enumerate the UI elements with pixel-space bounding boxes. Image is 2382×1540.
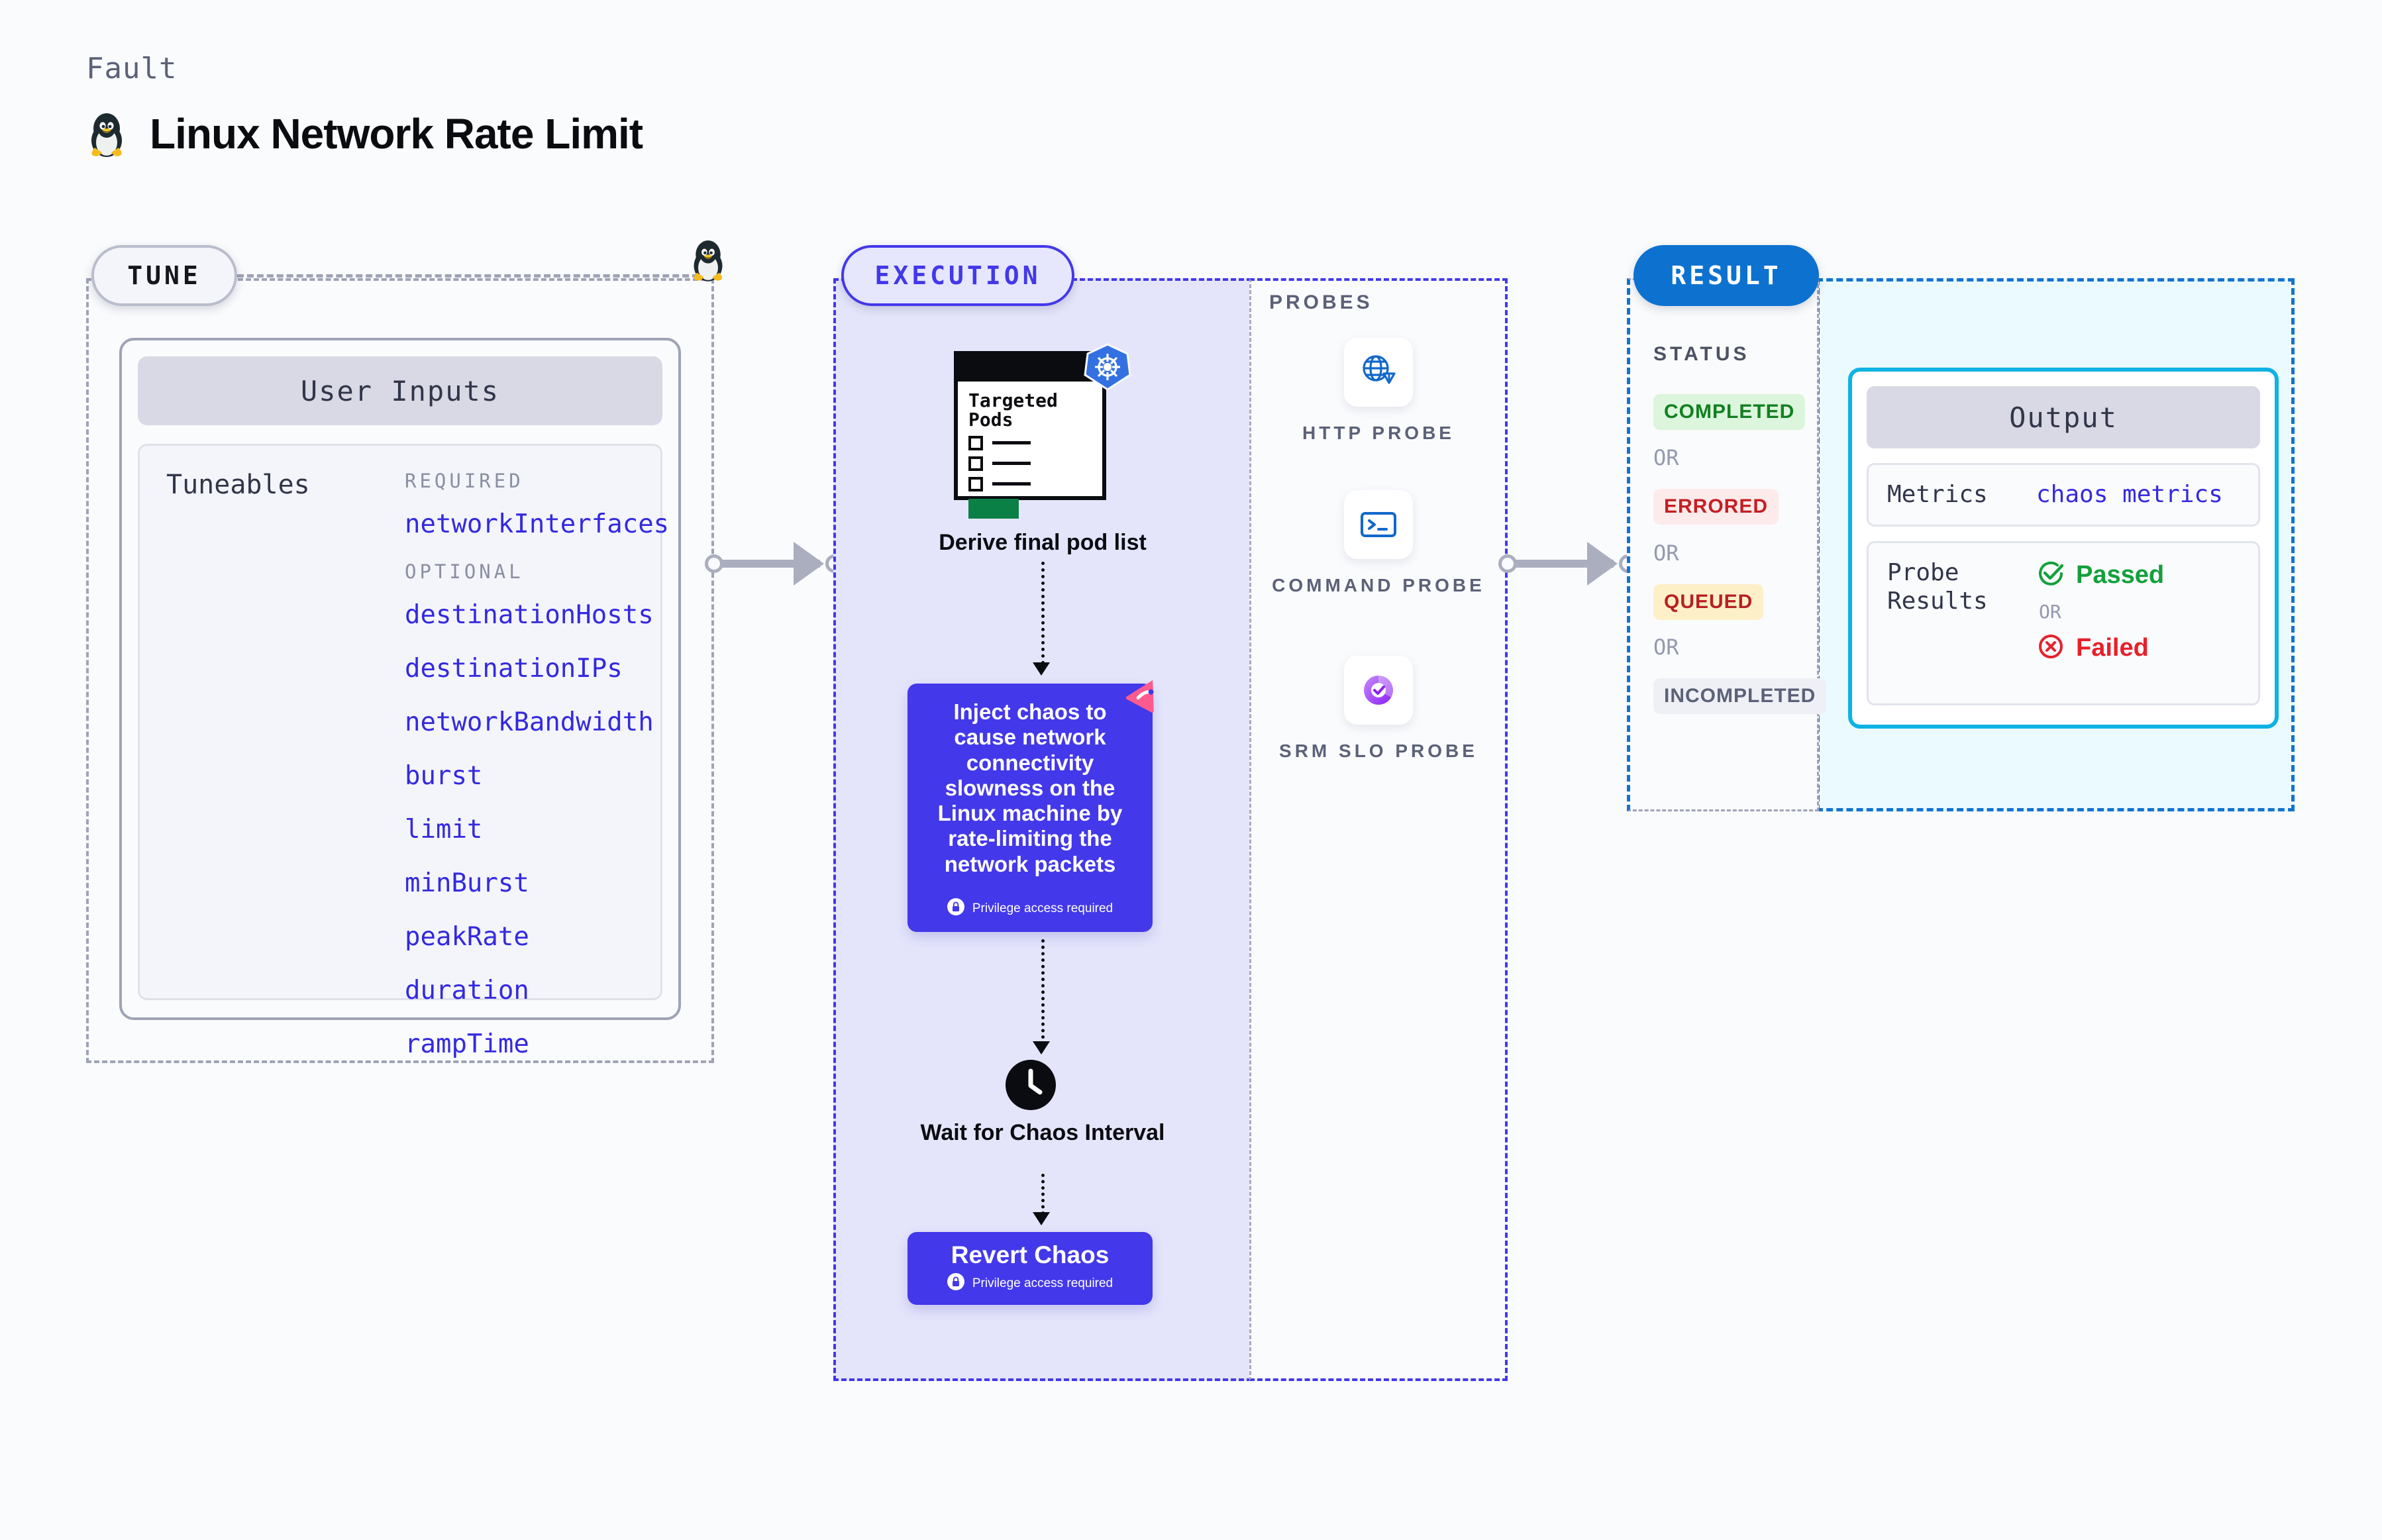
- pods-list-item: [968, 456, 1092, 471]
- tuneable-minburst[interactable]: minBurst: [405, 868, 529, 898]
- pods-list-item: [968, 435, 1092, 450]
- tux-penguin-icon: [86, 110, 127, 158]
- pods-card-title: Targeted Pods: [968, 389, 1058, 431]
- targeted-pods-card: Targeted Pods: [954, 351, 1106, 519]
- check-circle-icon: [2036, 559, 2065, 591]
- status-badge-incompleted: INCOMPLETED: [1653, 678, 1827, 714]
- tuneables-box: Tuneables REQUIRED networkInterfaces OPT…: [138, 444, 669, 1059]
- tuneable-destinationips[interactable]: destinationIPs: [405, 654, 623, 684]
- tuneable-ramptime[interactable]: rampTime: [405, 1029, 529, 1059]
- tuneable-burst[interactable]: burst: [405, 761, 483, 791]
- execution-pill: EXECUTION: [841, 245, 1074, 306]
- connector-execution-to-result: [1498, 542, 1637, 586]
- litmuschaos-icon: [1125, 674, 1166, 717]
- status-badge-errored: ERRORED: [1653, 489, 1779, 525]
- probe-command-label: COMMAND PROBE: [1272, 575, 1485, 595]
- checkbox-icon: [968, 456, 983, 471]
- tux-penguin-icon: [689, 237, 727, 282]
- result-pill: RESULT: [1633, 245, 1819, 306]
- privilege-note: Privilege access required: [972, 1276, 1113, 1290]
- tune-panel-top-dash: [237, 274, 709, 278]
- kubernetes-helm-icon: [1084, 343, 1131, 395]
- x-circle-icon: [2036, 632, 2065, 664]
- clock-icon: [1006, 1060, 1056, 1113]
- tuneable-networkbandwidth[interactable]: networkBandwidth: [405, 707, 654, 737]
- probe-srm-slo-label: SRM SLO PROBE: [1279, 741, 1478, 761]
- flow-line: [1041, 1174, 1045, 1215]
- pods-list-item: [968, 476, 1092, 491]
- status-or-3: OR: [1653, 635, 1679, 660]
- tune-panel: [86, 278, 714, 1063]
- result-status-panel: [1627, 278, 1819, 811]
- probe-results-row: Probe Results Passed OR: [1867, 541, 2260, 706]
- status-badge-queued: QUEUED: [1653, 584, 1764, 620]
- globe-warning-icon: [1344, 338, 1413, 407]
- probe-http[interactable]: HTTP PROBE: [1249, 338, 1508, 445]
- flow-line: [1041, 562, 1045, 664]
- flow-arrowhead: [1033, 1212, 1050, 1225]
- wait-for-chaos-caption: Wait for Chaos Interval: [920, 1120, 1165, 1145]
- inject-chaos-card: Inject chaos to cause network connectivi…: [907, 684, 1153, 932]
- checkbox-icon: [968, 476, 983, 491]
- metrics-key: Metrics: [1887, 481, 1988, 508]
- tuneable-limit[interactable]: limit: [405, 815, 483, 845]
- privilege-note: Privilege access required: [972, 901, 1113, 915]
- lock-icon: [947, 1273, 964, 1294]
- probe-result-passed-label: Passed: [2076, 561, 2165, 590]
- user-inputs-header: User Inputs: [138, 356, 662, 425]
- tuneable-duration[interactable]: duration: [405, 976, 529, 1005]
- output-header: Output: [1867, 386, 2260, 448]
- flow-line: [1041, 939, 1045, 1045]
- page-title: Linux Network Rate Limit: [150, 110, 643, 158]
- probes-title: PROBES: [1269, 291, 1373, 313]
- placeholder-line: [992, 441, 1031, 445]
- page-eyebrow: Fault: [86, 52, 178, 85]
- metrics-value[interactable]: chaos metrics: [2036, 481, 2223, 508]
- probe-http-label: HTTP PROBE: [1302, 423, 1455, 443]
- pods-caption: Derive final pod list: [939, 530, 1147, 555]
- terminal-icon: [1344, 490, 1413, 559]
- status-or-1: OR: [1653, 445, 1679, 470]
- pods-progress-bar: [968, 498, 1019, 519]
- probe-result-failed: Failed: [2036, 632, 2240, 664]
- probes-panel: [1249, 278, 1508, 1381]
- flow-arrowhead: [1033, 662, 1050, 676]
- status-or-2: OR: [1653, 540, 1679, 566]
- tune-pill: TUNE: [91, 245, 237, 306]
- tuneables-label: Tuneables: [166, 470, 310, 500]
- slo-gauge-check-icon: [1344, 656, 1413, 725]
- revert-chaos-card: Revert Chaos Privilege access required: [907, 1232, 1153, 1305]
- placeholder-line: [992, 462, 1031, 466]
- lock-icon: [947, 898, 964, 919]
- flow-arrowhead: [1033, 1041, 1050, 1054]
- checkbox-icon: [968, 435, 983, 450]
- probe-result-or: OR: [2039, 601, 2061, 623]
- tuneables-group-label-optional: OPTIONAL: [405, 560, 524, 583]
- tuneable-networkinterfaces[interactable]: networkInterfaces: [405, 509, 670, 539]
- status-badge-completed: COMPLETED: [1653, 394, 1806, 430]
- page-title-row: Linux Network Rate Limit: [86, 109, 643, 158]
- pods-card-titlebar: [958, 355, 1102, 382]
- tuneables-group-label-required: REQUIRED: [405, 470, 524, 492]
- output-card: Output Metrics chaos metrics Probe Resul…: [1848, 368, 2279, 729]
- probe-result-passed: Passed: [2036, 559, 2240, 591]
- tuneable-destinationhosts[interactable]: destinationHosts: [405, 600, 654, 630]
- probe-srm-slo[interactable]: SRM SLO PROBE: [1249, 656, 1508, 763]
- probe-result-failed-label: Failed: [2076, 634, 2149, 662]
- privilege-row: Privilege access required: [947, 898, 1113, 924]
- revert-chaos-title: Revert Chaos: [951, 1241, 1110, 1268]
- privilege-row: Privilege access required: [907, 1273, 1153, 1294]
- placeholder-line: [992, 482, 1031, 486]
- metrics-row: Metrics chaos metrics: [1867, 463, 2260, 527]
- tuneable-peakrate[interactable]: peakRate: [405, 922, 529, 952]
- probe-results-key: Probe Results: [1887, 559, 1988, 615]
- tuneables-list: REQUIRED networkInterfaces OPTIONAL dest…: [405, 470, 670, 1059]
- connector-tune-to-execution: [705, 542, 844, 586]
- status-title: STATUS: [1653, 343, 1750, 365]
- inject-chaos-text: Inject chaos to cause network connectivi…: [937, 699, 1123, 876]
- user-inputs-card: User Inputs Tuneables REQUIRED networkIn…: [119, 338, 681, 1059]
- probe-command[interactable]: COMMAND PROBE: [1249, 490, 1508, 597]
